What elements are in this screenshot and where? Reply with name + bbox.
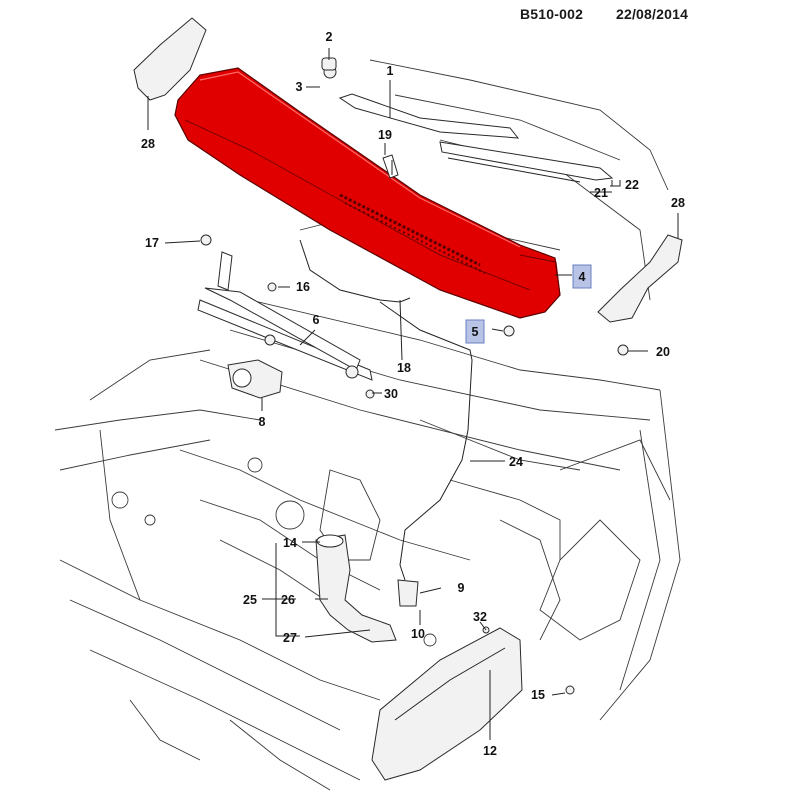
callout-3: 3 — [296, 80, 303, 94]
leader-lines — [147, 48, 679, 740]
callout-9: 9 — [458, 581, 465, 595]
callout-28-right: 28 — [671, 196, 685, 210]
wiper-linkage-and-motor — [197, 251, 373, 399]
callout-26: 26 — [281, 593, 295, 607]
callout-14: 14 — [283, 536, 297, 550]
wheel-arch-liner — [371, 626, 575, 781]
callout-20: 20 — [656, 345, 670, 359]
callout-8: 8 — [259, 415, 266, 429]
callout-6: 6 — [313, 313, 320, 327]
callout-4: 4 — [579, 270, 586, 284]
callout-18: 18 — [397, 361, 411, 375]
callout-22: 22 — [625, 178, 639, 192]
callout-10: 10 — [411, 627, 425, 641]
washer-reservoir — [315, 534, 419, 643]
callout-16: 16 — [296, 280, 310, 294]
callout-17: 17 — [145, 236, 159, 250]
document-id: B510-002 — [520, 6, 584, 22]
callout-28-left: 28 — [141, 137, 155, 151]
callout-24: 24 — [509, 455, 523, 469]
callout-highlight-boxes — [465, 264, 592, 344]
callout-32: 32 — [473, 610, 487, 624]
callout-labels: 1 2 3 4 5 6 8 9 10 12 14 15 16 17 18 19 … — [141, 30, 685, 758]
vehicle-body-lineart — [54, 59, 681, 791]
callout-12: 12 — [483, 744, 497, 758]
callout-19: 19 — [378, 128, 392, 142]
callout-5: 5 — [472, 325, 479, 339]
callout-30: 30 — [384, 387, 398, 401]
callout-25: 25 — [243, 593, 257, 607]
callout-21: 21 — [594, 186, 608, 200]
washer-hoses — [299, 239, 515, 581]
callout-27: 27 — [283, 631, 297, 645]
callout-15: 15 — [531, 688, 545, 702]
callout-2: 2 — [326, 30, 333, 44]
callout-5-box — [465, 319, 485, 344]
document-date: 22/08/2014 — [616, 6, 689, 22]
callout-4-box — [572, 264, 592, 289]
wiper-arm-and-blade — [133, 17, 683, 399]
callout-1: 1 — [387, 64, 394, 78]
cowl-panel-highlighted — [174, 67, 561, 319]
